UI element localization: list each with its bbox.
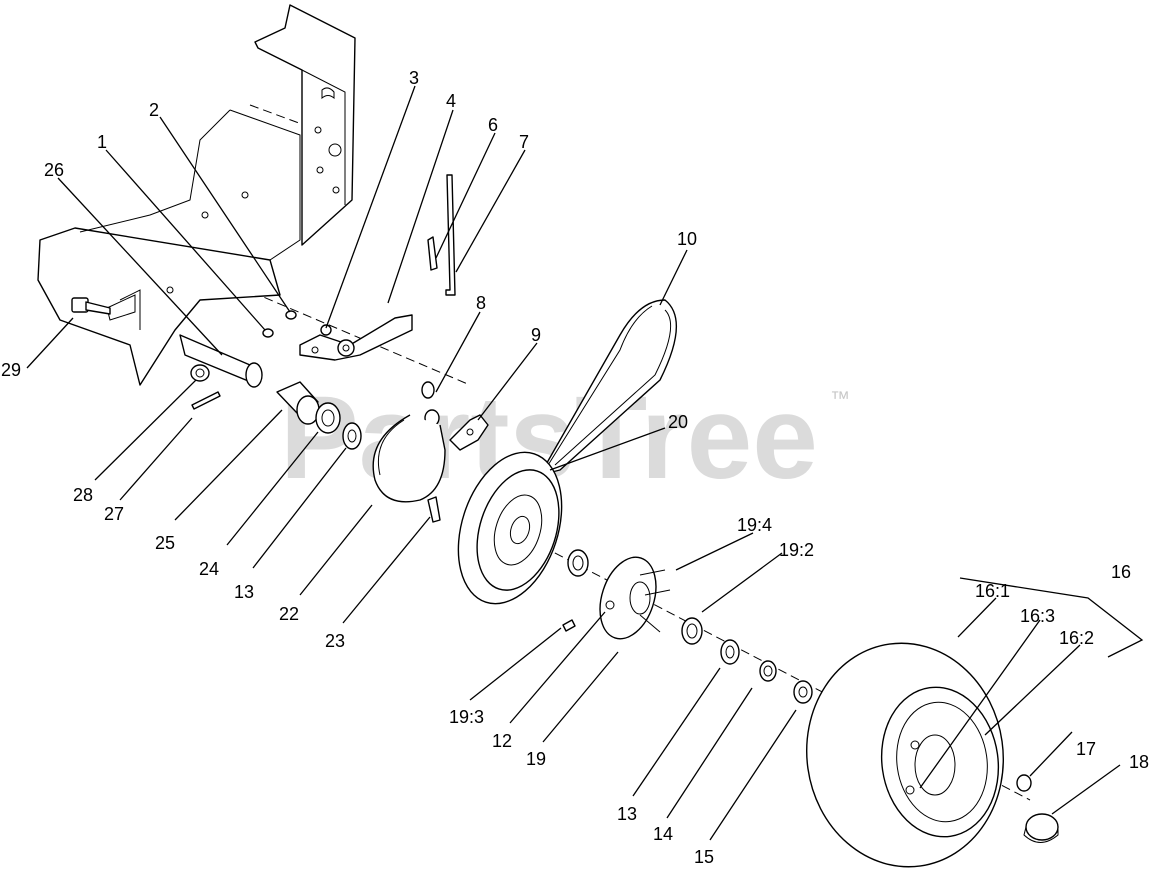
watermark-trademark: ™ bbox=[830, 388, 850, 410]
callout-19: 19 bbox=[526, 749, 546, 769]
frame-plate-upper bbox=[254, 4, 356, 246]
spacer-part-2 bbox=[285, 310, 297, 320]
callout-17: 17 bbox=[1076, 739, 1096, 759]
callout-13-left: 13 bbox=[234, 582, 254, 602]
castle-nut-part-15 bbox=[793, 680, 813, 704]
callout-29: 29 bbox=[1, 360, 21, 380]
callout-14: 14 bbox=[653, 824, 673, 844]
small-ring-part-1 bbox=[262, 328, 274, 338]
callout-9: 9 bbox=[531, 325, 541, 345]
spacer-part-19-2-left bbox=[567, 549, 589, 577]
spring-pin-part-6 bbox=[427, 236, 438, 271]
hub-cap-part-18 bbox=[1023, 813, 1059, 843]
pulley-part-20 bbox=[457, 451, 563, 605]
callout-22: 22 bbox=[279, 604, 299, 624]
bolt-part-29 bbox=[71, 297, 111, 315]
callout-27: 27 bbox=[104, 504, 124, 524]
bracket-part-9 bbox=[449, 414, 489, 451]
callout-15: 15 bbox=[694, 847, 714, 867]
callout-13-right: 13 bbox=[617, 804, 637, 824]
callout-23: 23 bbox=[325, 631, 345, 651]
callout-12: 12 bbox=[492, 731, 512, 751]
rod-part-7 bbox=[445, 174, 456, 296]
callout-labels: 1 2 3 4 6 7 8 9 10 20 26 29 28 27 25 24 … bbox=[1, 68, 1149, 867]
callout-16: 16 bbox=[1111, 562, 1131, 582]
washer-part-24 bbox=[315, 402, 341, 434]
callout-16-1: 16:1 bbox=[975, 581, 1010, 601]
callout-1: 1 bbox=[97, 132, 107, 152]
callout-8: 8 bbox=[476, 293, 486, 313]
callout-16-2: 16:2 bbox=[1059, 628, 1094, 648]
callout-3: 3 bbox=[409, 68, 419, 88]
idler-arm-part-3-4 bbox=[299, 314, 413, 361]
group-bracket-16 bbox=[959, 577, 1144, 658]
callout-6: 6 bbox=[488, 115, 498, 135]
band-clamp-part-22 bbox=[372, 414, 446, 503]
leader-lines bbox=[26, 85, 1121, 841]
callout-16-3: 16:3 bbox=[1020, 606, 1055, 626]
callout-20: 20 bbox=[668, 412, 688, 432]
callout-26: 26 bbox=[44, 160, 64, 180]
wheel-assembly-part-16 bbox=[806, 642, 1004, 868]
pivot-shaft-part-26 bbox=[179, 334, 263, 388]
callout-7: 7 bbox=[519, 132, 529, 152]
seal-part-19-2 bbox=[681, 617, 703, 645]
callout-18: 18 bbox=[1129, 752, 1149, 772]
bearing-part-13-left bbox=[342, 422, 362, 450]
callout-4: 4 bbox=[446, 91, 456, 111]
washer-part-14 bbox=[759, 660, 777, 682]
callout-28: 28 bbox=[73, 485, 93, 505]
callout-19-4: 19:4 bbox=[737, 515, 772, 535]
frame-chassis-lower bbox=[37, 109, 301, 386]
callout-24: 24 bbox=[199, 559, 219, 579]
nut-part-28 bbox=[190, 364, 210, 382]
callout-2: 2 bbox=[149, 100, 159, 120]
belt-part-10 bbox=[539, 299, 677, 476]
callout-19-3: 19:3 bbox=[449, 707, 484, 727]
bolt-part-23 bbox=[427, 496, 441, 523]
grease-fitting-part-19-3 bbox=[562, 619, 576, 632]
callout-25: 25 bbox=[155, 533, 175, 553]
cotter-pin-part-27 bbox=[191, 391, 221, 410]
bearing-part-13-right bbox=[720, 639, 740, 665]
callout-19-2: 19:2 bbox=[779, 540, 814, 560]
lug-nut-part-17 bbox=[1016, 774, 1032, 792]
wheel-hub-part-19 bbox=[599, 556, 671, 640]
callout-10: 10 bbox=[677, 229, 697, 249]
